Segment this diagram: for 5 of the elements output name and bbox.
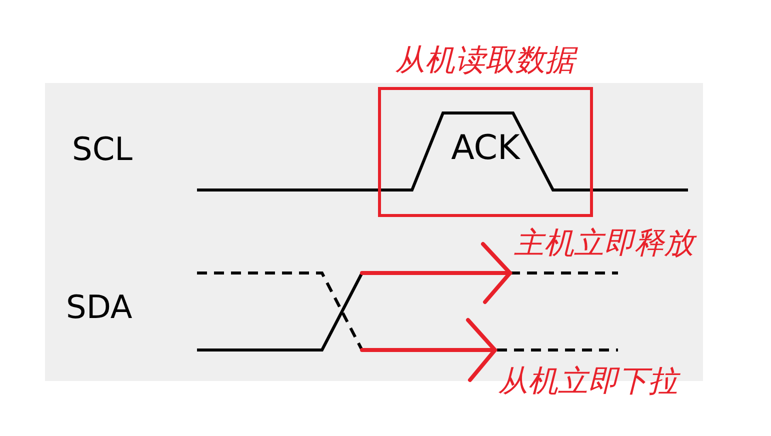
box-heading: 从机读取数据 [360, 46, 610, 76]
signal-label: SDA [66, 291, 132, 323]
pulse-label: ACK [450, 131, 522, 165]
signal-label: SCL [72, 133, 132, 165]
annotation-label: 从机立即下拉 [498, 367, 678, 397]
